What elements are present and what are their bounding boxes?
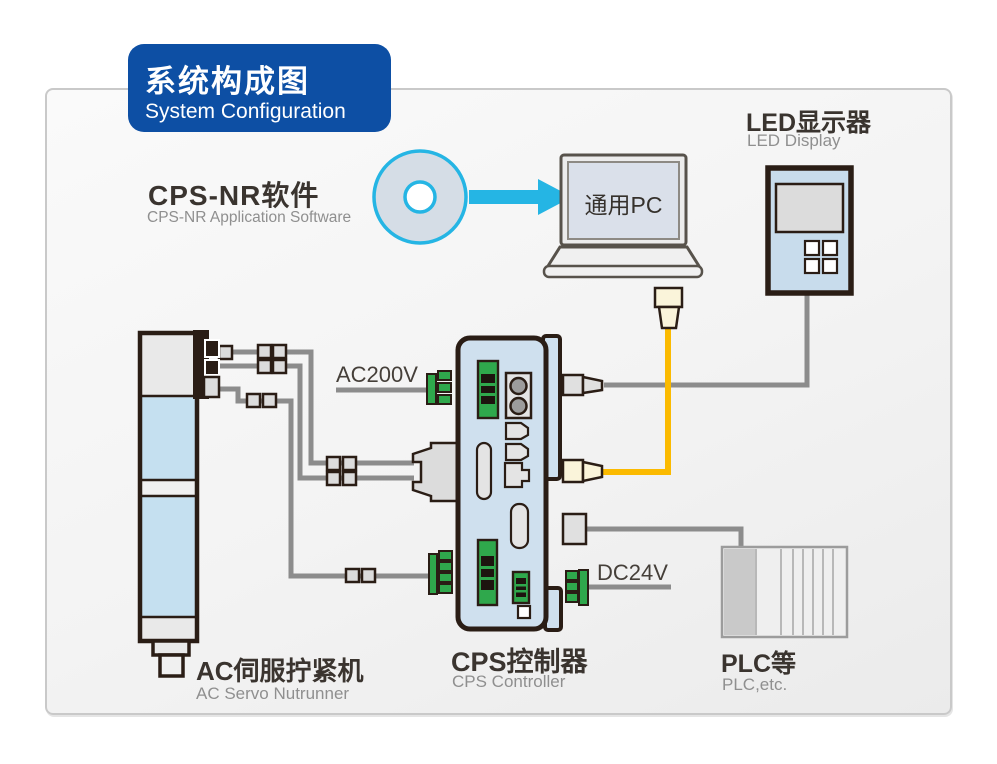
dc24v-label: DC24V [597, 560, 668, 585]
controller-label-zh: CPS控制器 [451, 647, 588, 677]
nutrunner-device-icon [137, 330, 221, 678]
ac200v-terminal-icon [426, 370, 452, 405]
connector-square-icon [271, 343, 288, 360]
software-label-zh: CPS-NR软件 [148, 180, 320, 211]
plug-icon [561, 373, 585, 397]
plug-icon [561, 458, 585, 484]
controller-terminal-icon [476, 359, 500, 420]
wire-yellow-pc-to-controller [603, 326, 671, 475]
pc-label: 通用PC [584, 192, 663, 218]
plc-device-icon [720, 545, 849, 639]
plug-icon [581, 460, 604, 483]
connector-square-icon [271, 358, 288, 375]
laptop-icon [542, 153, 704, 279]
connector-square-icon [261, 392, 278, 409]
usb-plug-icon [653, 286, 684, 330]
io-terminal-icon [428, 550, 453, 595]
connector-square-icon [245, 392, 262, 409]
connector-square-icon [256, 343, 273, 360]
round-connectors-icon [504, 371, 533, 420]
connector-square-icon [325, 455, 342, 472]
wire-nutrunner-3 [219, 386, 432, 579]
dc24v-terminal-icon [565, 569, 589, 606]
ac200v-label: AC200V [336, 362, 418, 387]
nutrunner-label-en: AC Servo Nutrunner [196, 684, 350, 703]
title-badge: 系统构成图 System Configuration [128, 44, 391, 132]
plc-label-zh: PLC等 [721, 650, 797, 678]
controller-device-icon [455, 334, 604, 632]
nutrunner-connector-block-icon [193, 330, 221, 399]
ethernet-port-icon [503, 461, 531, 489]
controller-right-plugs [561, 373, 604, 546]
connector-square-icon [341, 455, 358, 472]
slot-icon [509, 502, 530, 550]
led-display-device-icon [765, 165, 854, 296]
controller-label-en: CPS Controller [452, 672, 566, 691]
connector-square-icon [344, 567, 361, 584]
controller-terminal-icon [476, 538, 499, 607]
connector-square-icon [256, 358, 273, 375]
port-icon [504, 442, 530, 462]
nutrunner-label-zh: AC伺服拧紧机 [196, 656, 364, 686]
page-subtitle: System Configuration [145, 100, 346, 123]
plug-icon [581, 375, 604, 395]
software-label-en: CPS-NR Application Software [147, 209, 352, 226]
connector-square-icon [341, 470, 358, 487]
led-display-label-en: LED Display [747, 131, 841, 150]
slot-icon [475, 441, 493, 501]
wire-controller-to-plc [585, 526, 744, 551]
cable-connectors [217, 343, 461, 584]
connector-square-icon [360, 567, 377, 584]
connector-square-icon [325, 470, 342, 487]
plc-label-en: PLC,etc. [722, 675, 788, 694]
controller-terminal-small-icon [511, 570, 531, 605]
button-square-icon [516, 604, 532, 620]
green-terminals [426, 370, 589, 606]
wire-led-to-controller [604, 292, 810, 388]
plug-icon [561, 512, 588, 546]
transfer-arrow-icon [469, 179, 572, 215]
connector-square-icon [217, 344, 234, 361]
cd-disc-icon [372, 149, 468, 245]
led-display-label-zh: LED显示器 [746, 109, 872, 137]
page-title: 系统构成图 [145, 64, 310, 99]
dsub-plug-icon [411, 441, 461, 503]
port-icon [504, 421, 530, 441]
